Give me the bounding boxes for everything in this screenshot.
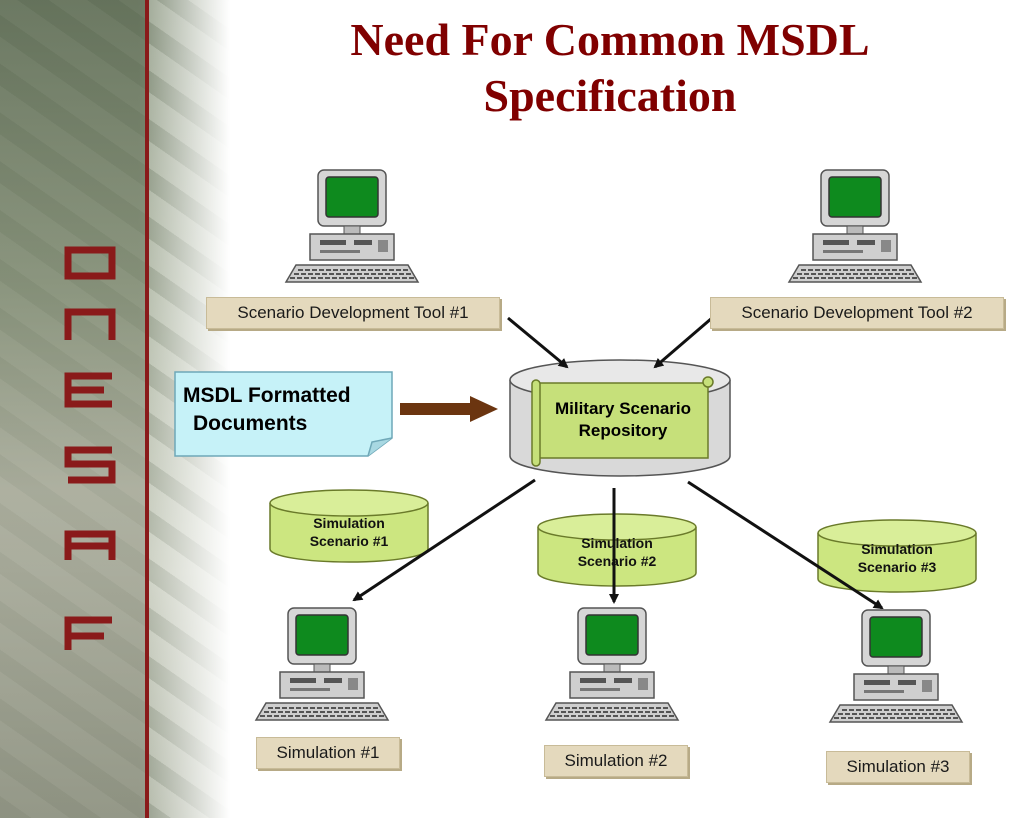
scenario2-cylinder	[537, 513, 697, 587]
scenario3-cylinder	[817, 519, 977, 593]
sim2-computer-icon	[545, 607, 679, 721]
title-line-2: Specification	[483, 70, 737, 121]
repository-label: Military Scenario Repository	[538, 398, 708, 442]
msdl-note-shape	[174, 371, 393, 457]
repository-line-1: Military Scenario	[554, 399, 692, 418]
title-line-1: Need For Common MSDL	[350, 14, 870, 65]
arrow-repo-to-sim1	[352, 478, 536, 602]
slide-title: Need For Common MSDL Specification	[230, 12, 990, 124]
onesaf-letters	[64, 246, 116, 650]
tool1-label: Scenario Development Tool #1	[206, 297, 500, 329]
sim3-label: Simulation #3	[826, 751, 970, 783]
msdl-note-line-1: MSDL Formatted	[183, 384, 351, 407]
arrow-tool1-to-repo	[507, 316, 569, 369]
repository-line-2: Repository	[578, 421, 668, 440]
sim1-label: Simulation #1	[256, 737, 400, 769]
scenario1-cylinder	[269, 489, 429, 563]
sim3-computer-icon	[829, 609, 963, 723]
scenario2-label: Simulation Scenario #2	[538, 534, 696, 570]
tool2-label: Scenario Development Tool #2	[710, 297, 1004, 329]
tool2-computer-icon	[788, 169, 922, 283]
arrow-repo-to-sim3	[687, 480, 884, 610]
arrow-tool2-to-repo	[653, 316, 713, 369]
scenario3-line-1: Simulation	[861, 541, 933, 557]
scenario2-line-1: Simulation	[581, 535, 653, 551]
repository-cylinder	[509, 359, 731, 477]
scenario2-line-2: Scenario #2	[577, 553, 657, 569]
scenario1-line-2: Scenario #1	[309, 533, 389, 549]
msdl-note-line-2: Documents	[193, 412, 308, 435]
sim1-computer-icon	[255, 607, 389, 721]
tool1-computer-icon	[285, 169, 419, 283]
scenario3-label: Simulation Scenario #3	[818, 540, 976, 576]
scenario1-label: Simulation Scenario #1	[270, 514, 428, 550]
sim2-label: Simulation #2	[544, 745, 688, 777]
side-strip	[0, 0, 148, 818]
msdl-arrow	[400, 396, 498, 422]
side-divider	[145, 0, 149, 818]
scenario3-line-2: Scenario #3	[857, 559, 937, 575]
scenario1-line-1: Simulation	[313, 515, 385, 531]
msdl-note: MSDL Formatted Documents	[183, 382, 393, 438]
